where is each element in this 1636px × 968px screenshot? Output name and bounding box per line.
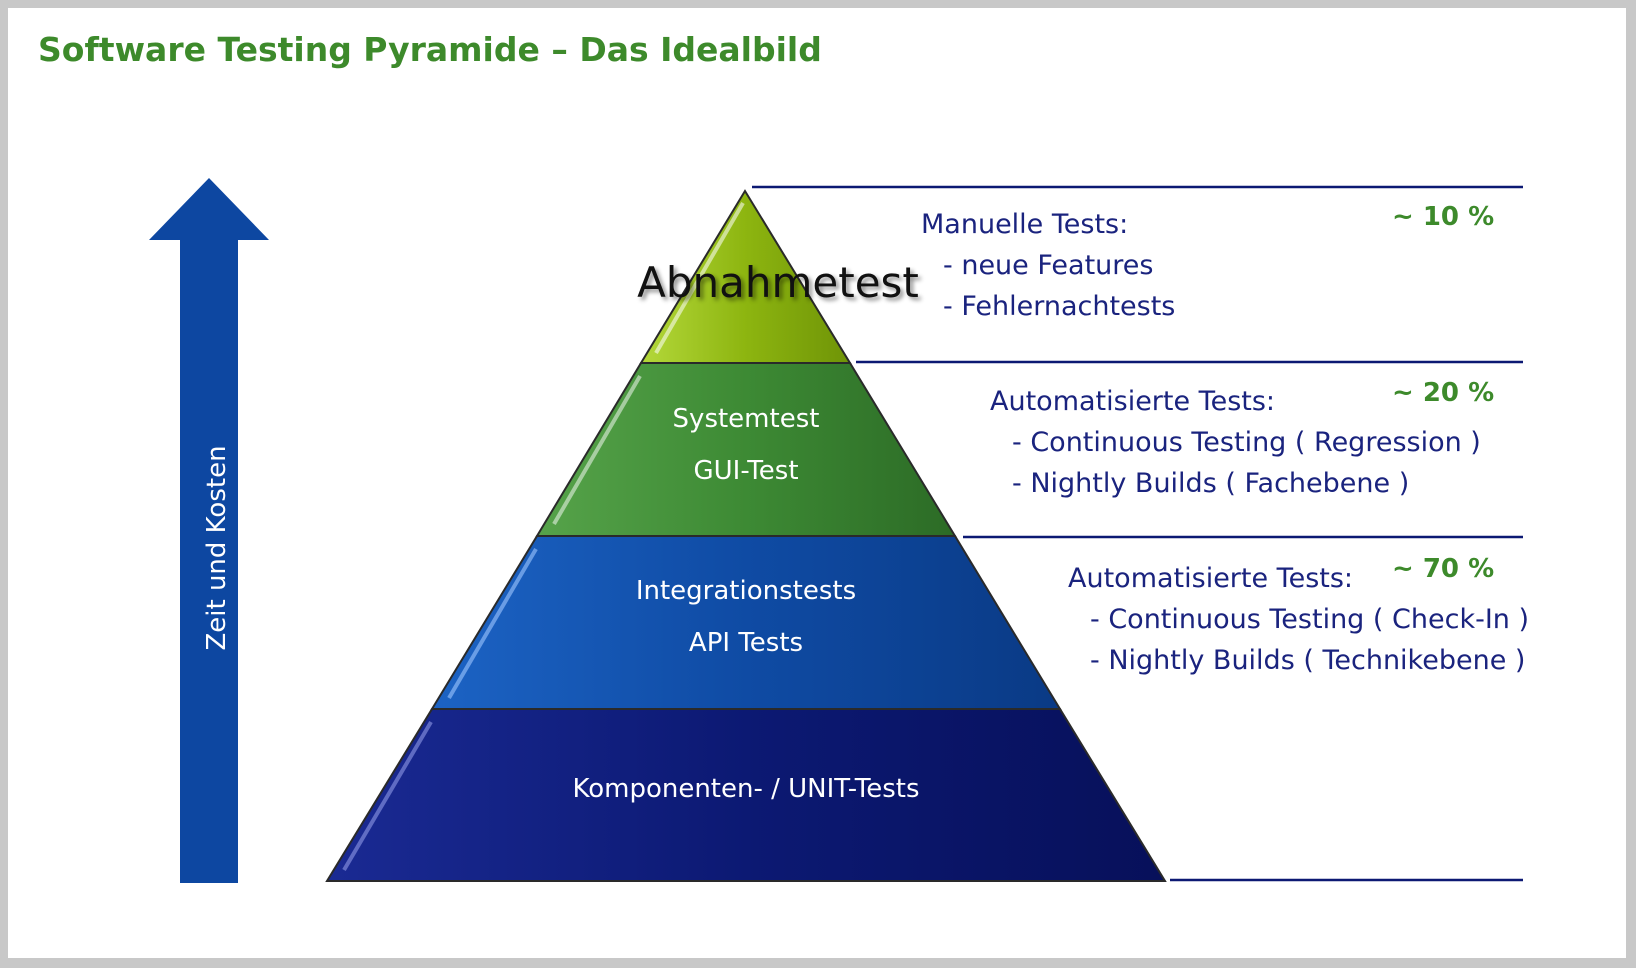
pyramid-highlight <box>447 547 538 700</box>
percent-badge: ~ 10 % <box>1392 202 1495 232</box>
description-item: - Fehlernachtests <box>943 291 1176 322</box>
system-layer-text: Systemtest GUI-Test <box>546 393 946 497</box>
pyramid-layer-unit <box>325 708 1167 882</box>
description-item: - Continuous Testing ( Regression ) <box>1012 427 1481 458</box>
description-system-automation: Automatisierte Tests: - Continuous Testi… <box>990 381 1481 504</box>
layer-line: Integrationstests <box>635 576 857 606</box>
percent-badge: ~ 20 % <box>1392 378 1495 408</box>
layer-line: Systemtest <box>672 404 820 434</box>
time-cost-arrow <box>149 178 269 883</box>
layer-line: API Tests <box>688 628 804 658</box>
description-integration-automation: Automatisierte Tests: - Continuous Testi… <box>1068 558 1529 681</box>
description-heading: Automatisierte Tests: <box>1068 563 1354 594</box>
description-item: - Nightly Builds ( Fachebene ) <box>1012 468 1410 499</box>
description-manual: Manuelle Tests: - neue Features - Fehler… <box>921 204 1175 327</box>
description-item: - Continuous Testing ( Check-In ) <box>1090 604 1530 635</box>
layer-line: Komponenten- / UNIT-Tests <box>572 774 920 804</box>
pyramid-highlight <box>654 201 745 355</box>
slide: Software Testing Pyramide – Das Idealbil… <box>8 8 1626 958</box>
pyramid-highlight <box>552 374 642 526</box>
description-heading: Manuelle Tests: <box>921 209 1129 240</box>
description-heading: Automatisierte Tests: <box>990 386 1276 417</box>
unit-layer-text: Komponenten- / UNIT-Tests <box>496 763 996 815</box>
pyramid-highlight <box>342 720 433 872</box>
integration-layer-text: Integrationstests API Tests <box>546 565 946 669</box>
arrow-label: Zeit und Kosten <box>202 445 232 651</box>
description-item: - Nightly Builds ( Technikebene ) <box>1090 645 1526 676</box>
percent-badge: ~ 70 % <box>1392 554 1495 584</box>
description-item: - neue Features <box>943 250 1154 281</box>
testing-pyramid-diagram <box>149 178 1523 883</box>
page-title: Software Testing Pyramide – Das Idealbil… <box>38 30 822 69</box>
acceptance-test-label: Abnahmetest <box>637 258 919 307</box>
layer-line: GUI-Test <box>693 456 799 486</box>
